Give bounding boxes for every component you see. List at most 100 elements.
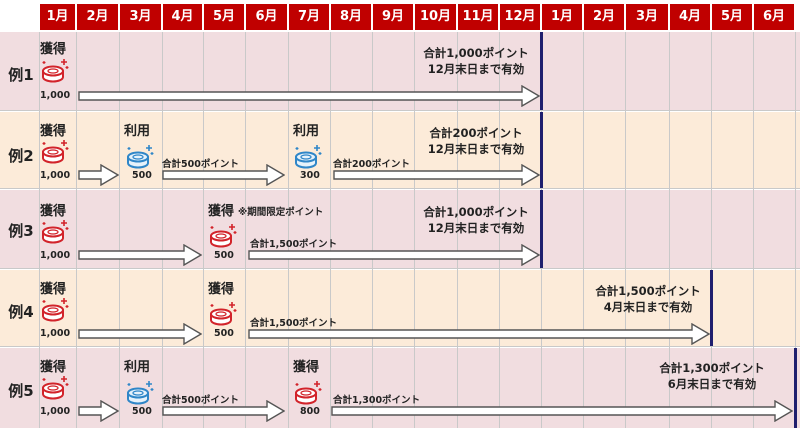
event-label: 獲得: [40, 282, 67, 297]
event-amount: 1,000: [40, 406, 71, 417]
event-amount: 500: [214, 250, 234, 261]
expiry-text: 12月末日まで有効: [427, 221, 525, 235]
grid-vline: [203, 32, 204, 428]
month-header: 7月: [289, 4, 329, 30]
segment-total: 合計1,500ポイント: [250, 239, 338, 250]
grid-vline: [795, 32, 796, 428]
row-separator: [0, 188, 800, 189]
use-coin-icon: [127, 381, 154, 405]
grid-vline: [372, 32, 373, 428]
event-label: 獲得: [40, 42, 67, 57]
grid-vline: [119, 32, 120, 428]
event-amount: 1,000: [40, 170, 71, 181]
earn-coin-icon: [42, 376, 69, 400]
earn-coin-icon: [210, 224, 237, 248]
event-label: 利用: [124, 124, 151, 139]
grid-vline: [669, 32, 670, 428]
month-header: 1月: [40, 4, 75, 30]
month-header: 5月: [204, 4, 244, 30]
timeline-arrow: [333, 164, 540, 186]
arrow-shape: [78, 323, 202, 345]
timeline-arrow: [331, 400, 793, 422]
month-header: 6月: [246, 4, 287, 30]
grid-vline: [245, 32, 246, 428]
grid-vline: [39, 32, 40, 428]
event-amount: 300: [300, 170, 320, 181]
month-header: 2月: [584, 4, 624, 30]
timeline-arrow: [78, 400, 119, 422]
total-points-text: 合計200ポイント: [429, 126, 523, 140]
grid-vline: [457, 32, 458, 428]
month-header: 10月: [415, 4, 456, 30]
timeline-arrow: [248, 244, 540, 266]
grid-vline: [625, 32, 626, 428]
event-label: 獲得: [40, 360, 67, 375]
earn-coin-icon: [42, 220, 69, 244]
grid-vline: [711, 32, 712, 428]
row-label: 例1: [8, 66, 34, 84]
event-label: 獲得: [208, 282, 235, 297]
grid-vline: [499, 32, 500, 428]
limited-time-note: ※期間限定ポイント: [238, 207, 324, 218]
month-header: 5月: [712, 4, 752, 30]
event-label: 獲得: [40, 204, 67, 219]
expiry-deadline-line: [540, 112, 543, 188]
timeline-arrow: [248, 323, 710, 345]
expiry-deadline-line: [540, 32, 543, 110]
row-label: 例5: [8, 382, 34, 400]
row-separator: [0, 110, 800, 111]
segment-total: 合計200ポイント: [333, 159, 410, 170]
event-label: 獲得: [293, 360, 320, 375]
arrow-shape: [78, 85, 540, 107]
event-amount: 1,000: [40, 250, 71, 261]
total-points-text: 合計1,000ポイント: [423, 46, 529, 60]
arrow-shape: [78, 164, 119, 186]
arrow-shape: [331, 400, 793, 422]
event-amount: 800: [300, 406, 320, 417]
segment-total: 合計500ポイント: [162, 395, 239, 406]
month-header: 1月: [542, 4, 582, 30]
timeline-arrow: [78, 85, 540, 107]
arrow-shape: [248, 244, 540, 266]
total-block: 合計1,000ポイント 12月末日まで有効: [391, 204, 561, 236]
month-header: 12月: [500, 4, 540, 30]
month-header: 4月: [670, 4, 710, 30]
total-points-text: 合計1,500ポイント: [595, 284, 701, 298]
use-coin-icon: [127, 145, 154, 169]
segment-total: 合計1,300ポイント: [333, 395, 421, 406]
grid-vline: [288, 32, 289, 428]
event-amount: 1,000: [40, 90, 71, 101]
arrow-shape: [162, 164, 285, 186]
grid-vline: [583, 32, 584, 428]
month-header: 8月: [331, 4, 371, 30]
use-coin-icon: [295, 145, 322, 169]
earn-coin-icon: [295, 381, 322, 405]
segment-total: 合計500ポイント: [162, 159, 239, 170]
event-label: 獲得: [40, 124, 67, 139]
arrow-shape: [333, 164, 540, 186]
timeline-arrow: [162, 164, 285, 186]
timeline-arrow: [78, 323, 202, 345]
expiry-text: 12月末日まで有効: [427, 62, 525, 76]
expiry-text: 6月末日まで有効: [667, 377, 757, 391]
event-amount: 500: [214, 328, 234, 339]
event-amount: 500: [132, 170, 152, 181]
arrow-shape: [78, 400, 119, 422]
month-header: 4月: [163, 4, 202, 30]
event-amount: 500: [132, 406, 152, 417]
total-block: 合計1,000ポイント 12月末日まで有効: [391, 45, 561, 77]
timeline-arrow: [162, 400, 285, 422]
timeline-arrow: [78, 244, 202, 266]
row-label: 例4: [8, 303, 34, 321]
expiry-deadline-line: [540, 190, 543, 268]
arrow-shape: [248, 323, 710, 345]
month-header: 9月: [373, 4, 413, 30]
expiry-deadline-line: [710, 270, 713, 346]
earn-coin-icon: [42, 59, 69, 83]
event-label: 獲得: [208, 204, 235, 219]
expiry-deadline-line: [794, 348, 797, 428]
total-points-text: 合計1,000ポイント: [423, 205, 529, 219]
total-points-text: 合計1,300ポイント: [659, 361, 765, 375]
